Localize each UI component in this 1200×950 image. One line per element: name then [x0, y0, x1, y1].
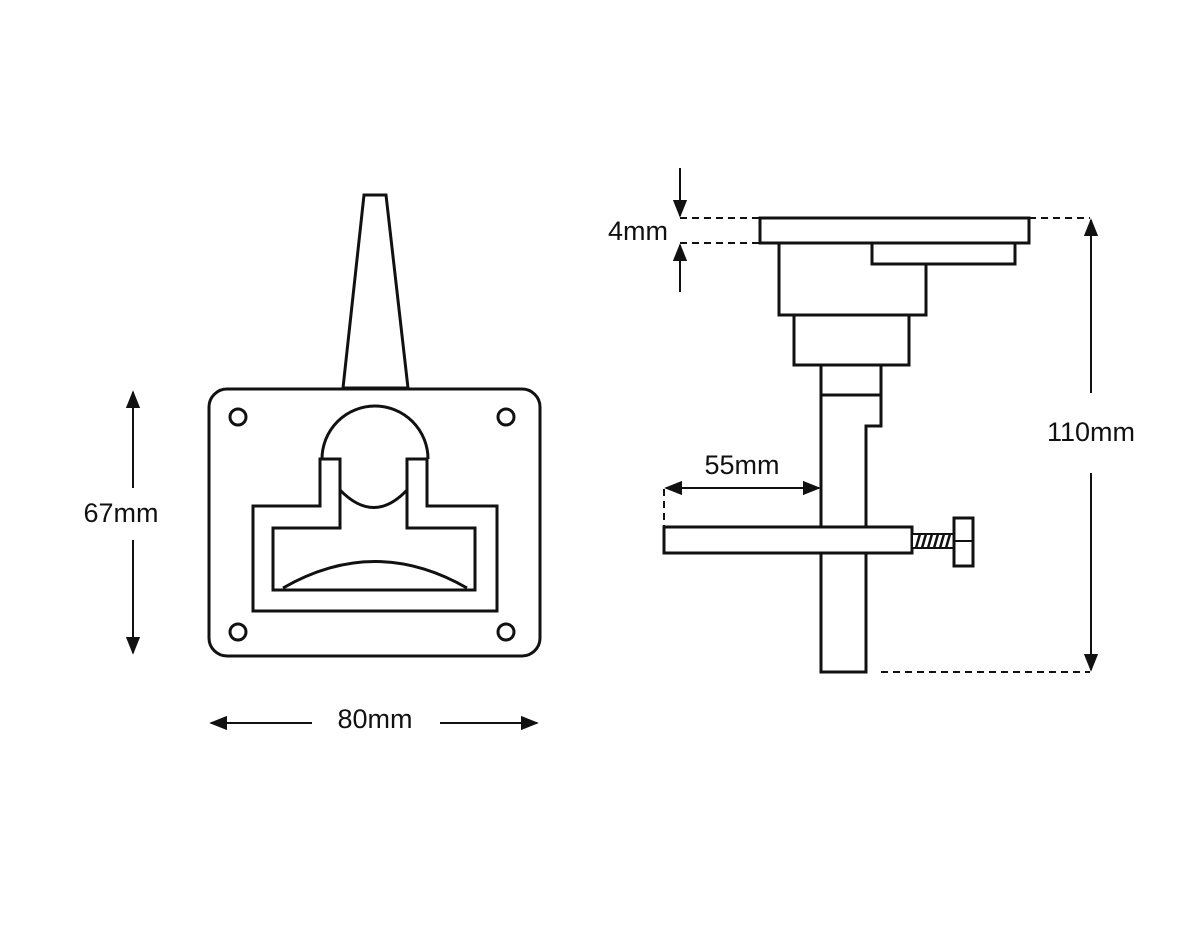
block-lower: [792, 313, 911, 367]
shaft: [819, 363, 883, 674]
screw-hole-top-right: [496, 407, 516, 427]
screw-hole-top-left: [228, 407, 248, 427]
depth-label: 110mm: [1047, 417, 1135, 447]
screw-hole-bottom-right: [496, 622, 516, 642]
front-view: 67mm 80mm: [83, 193, 542, 734]
side-plate: [870, 241, 1017, 266]
cross-bar: [662, 525, 914, 555]
reach-label: 55mm: [704, 450, 779, 480]
top-plate: [758, 216, 1031, 245]
mounting-plate: [207, 387, 542, 658]
side-view: 4mm 110mm 55mm: [608, 168, 1135, 674]
thickness-label: 4mm: [608, 216, 668, 246]
threaded-screw: [911, 533, 955, 549]
width-label: 80mm: [337, 704, 412, 734]
screw-hole-bottom-left: [228, 622, 248, 642]
spike: [341, 193, 410, 390]
handle-ring: [320, 404, 430, 460]
handle-grip-curve: [282, 560, 468, 590]
handle-recess: [251, 457, 499, 613]
height-label: 67mm: [83, 498, 158, 528]
handle-ring-inner: [338, 488, 409, 509]
